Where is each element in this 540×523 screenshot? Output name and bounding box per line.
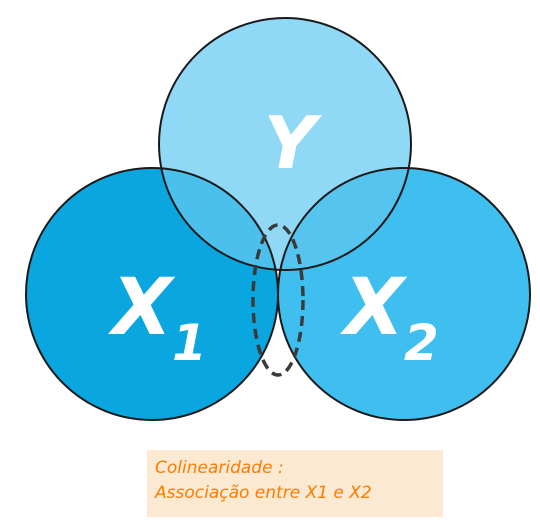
venn-diagram: Y X 1 X 2 xyxy=(25,17,531,421)
label-x1: X xyxy=(108,263,176,353)
label-x2: X xyxy=(340,263,408,353)
label-y: Y xyxy=(264,101,323,185)
note-title: Colinearidade : xyxy=(155,458,284,478)
overlap-y-x2 xyxy=(278,168,411,270)
overlap-y-x1 xyxy=(159,168,278,270)
outline-y xyxy=(158,17,412,271)
outline-x2 xyxy=(277,167,531,421)
label-x1-subscript: 1 xyxy=(172,314,207,372)
collinearity-note: Colinearidade : Associação entre X1 e X2 xyxy=(147,450,443,517)
note-description: Associação entre X1 e X2 xyxy=(155,483,372,503)
collinearity-dashed-ellipse xyxy=(251,223,305,377)
label-x2-subscript: 2 xyxy=(404,314,439,372)
